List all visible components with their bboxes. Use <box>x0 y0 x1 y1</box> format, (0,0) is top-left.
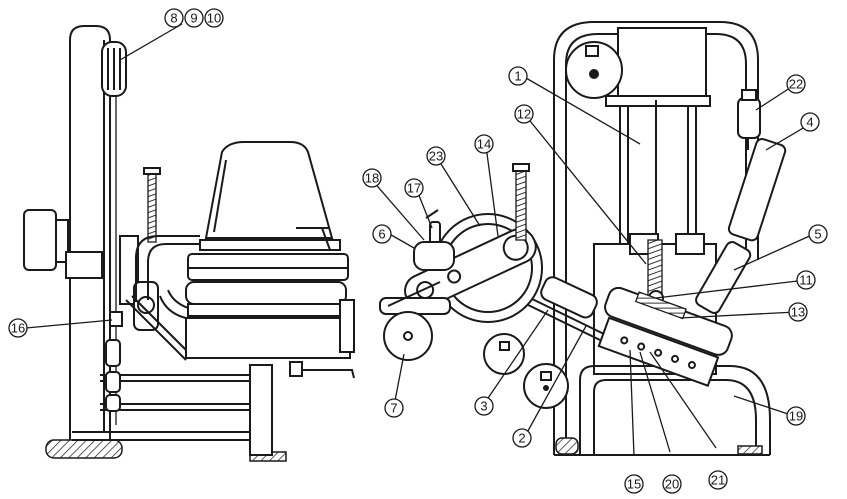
seat-cushion <box>185 281 347 305</box>
callout-22: 22 <box>786 74 806 94</box>
svg-text:12: 12 <box>517 107 531 122</box>
seat-adjust-screw <box>147 171 157 243</box>
front-foot-pad <box>45 439 123 459</box>
callout-23: 23 <box>426 146 446 166</box>
callout-12: 12 <box>514 104 534 124</box>
svg-text:3: 3 <box>480 399 487 414</box>
svg-text:17: 17 <box>407 181 421 196</box>
callout-21: 21 <box>708 470 728 490</box>
svg-text:22: 22 <box>789 77 803 92</box>
svg-text:21: 21 <box>711 473 725 488</box>
callout-10: 10 <box>204 8 224 28</box>
svg-text:14: 14 <box>477 137 491 152</box>
thigh-pad <box>695 241 752 314</box>
svg-text:2: 2 <box>518 431 525 446</box>
svg-text:8: 8 <box>170 11 177 26</box>
column-collar <box>65 251 103 279</box>
svg-text:15: 15 <box>627 477 641 492</box>
svg-text:6: 6 <box>378 227 385 242</box>
svg-text:1: 1 <box>514 69 521 84</box>
seat-base-box <box>185 317 351 359</box>
callout-leaders <box>25 23 815 457</box>
svg-text:5: 5 <box>814 227 821 242</box>
weight-plate-side <box>23 209 57 271</box>
lever-adjust-screw <box>515 169 527 241</box>
callout-14: 14 <box>474 134 494 154</box>
callout-labels: 1 2 3 4 5 6 7 8 <box>8 8 828 494</box>
side-view-machine <box>23 25 355 462</box>
svg-text:16: 16 <box>11 321 25 336</box>
callout-18: 18 <box>362 168 382 188</box>
svg-text:13: 13 <box>791 305 805 320</box>
svg-text:20: 20 <box>665 477 679 492</box>
callout-19: 19 <box>786 406 806 426</box>
back-pad <box>727 138 787 242</box>
callout-5: 5 <box>808 224 828 244</box>
front-foot <box>555 437 579 455</box>
svg-text:23: 23 <box>429 149 443 164</box>
callout-9: 9 <box>184 8 204 28</box>
callout-1: 1 <box>508 66 528 86</box>
svg-text:9: 9 <box>190 11 197 26</box>
shin-pad <box>540 276 598 319</box>
svg-text:7: 7 <box>390 401 397 416</box>
svg-text:18: 18 <box>365 171 379 186</box>
svg-text:19: 19 <box>789 409 803 424</box>
callout-13: 13 <box>788 302 808 322</box>
svg-text:11: 11 <box>799 273 813 288</box>
callout-6: 6 <box>372 224 392 244</box>
callout-7: 7 <box>384 398 404 418</box>
callout-8: 8 <box>164 8 184 28</box>
seat-back-pad <box>204 141 334 239</box>
callout-20: 20 <box>662 474 682 494</box>
callout-16: 16 <box>8 318 28 338</box>
ankle-roller-pad <box>413 241 455 271</box>
callout-11: 11 <box>796 270 816 290</box>
top-shroud <box>617 27 707 99</box>
front-view-machine <box>379 21 787 456</box>
callout-2: 2 <box>512 428 532 448</box>
svg-text:4: 4 <box>806 115 813 130</box>
callout-15: 15 <box>624 474 644 494</box>
callout-3: 3 <box>474 396 494 416</box>
gas-spring <box>737 97 761 139</box>
callout-17: 17 <box>404 178 424 198</box>
callout-4: 4 <box>800 112 820 132</box>
rear-leg <box>249 364 273 456</box>
svg-text:10: 10 <box>207 11 221 26</box>
